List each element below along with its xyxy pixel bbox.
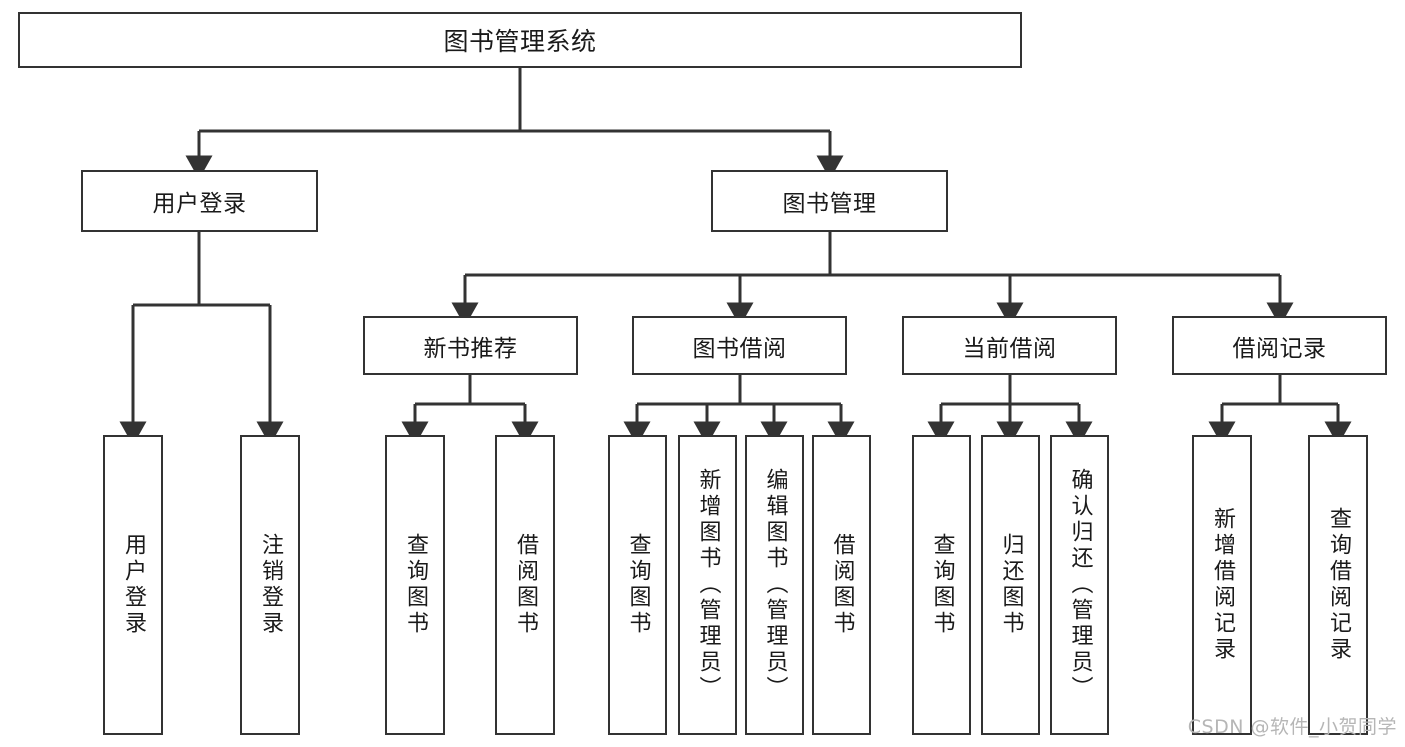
node-leaf-add-record[interactable]: 新增借阅记录 (1192, 435, 1252, 735)
node-root-system[interactable]: 图书管理系统 (18, 12, 1022, 68)
node-leaf-return-book[interactable]: 归还图书 (981, 435, 1040, 735)
node-label: 新书推荐 (423, 335, 518, 362)
node-leaf-query-book-3[interactable]: 查询图书 (912, 435, 971, 735)
node-label: 确认归还（管理员） (1067, 468, 1093, 702)
node-leaf-confirm-return[interactable]: 确认归还（管理员） (1050, 435, 1109, 735)
node-label: 当前借阅 (962, 335, 1057, 362)
node-leaf-query-book-2[interactable]: 查询图书 (608, 435, 667, 735)
node-leaf-borrow-book-2[interactable]: 借阅图书 (812, 435, 871, 735)
node-borrow-record[interactable]: 借阅记录 (1172, 316, 1387, 375)
node-leaf-logout-login[interactable]: 注销登录 (240, 435, 300, 735)
node-label: 归还图书 (998, 533, 1024, 637)
node-leaf-query-book-1[interactable]: 查询图书 (385, 435, 445, 735)
node-leaf-borrow-book-1[interactable]: 借阅图书 (495, 435, 555, 735)
node-leaf-query-record[interactable]: 查询借阅记录 (1308, 435, 1368, 735)
node-new-book-recommend[interactable]: 新书推荐 (363, 316, 578, 375)
node-label: 借阅图书 (513, 533, 538, 637)
csdn-watermark: CSDN @软件_小贺同学 (1187, 716, 1397, 738)
node-label: 借阅记录 (1232, 335, 1327, 362)
node-leaf-edit-book[interactable]: 编辑图书（管理员） (745, 435, 804, 735)
node-leaf-user-login[interactable]: 用户登录 (103, 435, 163, 735)
node-label: 用户登录 (152, 191, 247, 217)
node-label: 编辑图书（管理员） (762, 468, 788, 702)
node-label: 新增图书（管理员） (695, 468, 721, 702)
node-label: 查询图书 (625, 533, 651, 637)
node-label: 查询图书 (403, 533, 428, 637)
node-current-borrow[interactable]: 当前借阅 (902, 316, 1117, 375)
node-label: 借阅图书 (829, 533, 855, 637)
node-label: 图书借阅 (692, 335, 787, 362)
node-label: 图书管理系统 (443, 27, 597, 56)
node-label: 用户登录 (121, 533, 146, 637)
node-user-login[interactable]: 用户登录 (81, 170, 318, 232)
node-label: 查询图书 (929, 533, 955, 637)
node-label: 新增借阅记录 (1210, 507, 1235, 663)
node-label: 图书管理 (782, 191, 877, 217)
node-leaf-add-book[interactable]: 新增图书（管理员） (678, 435, 737, 735)
node-book-borrow[interactable]: 图书借阅 (632, 316, 847, 375)
node-label: 查询借阅记录 (1326, 507, 1351, 663)
node-label: 注销登录 (258, 533, 283, 637)
node-book-management[interactable]: 图书管理 (711, 170, 948, 232)
